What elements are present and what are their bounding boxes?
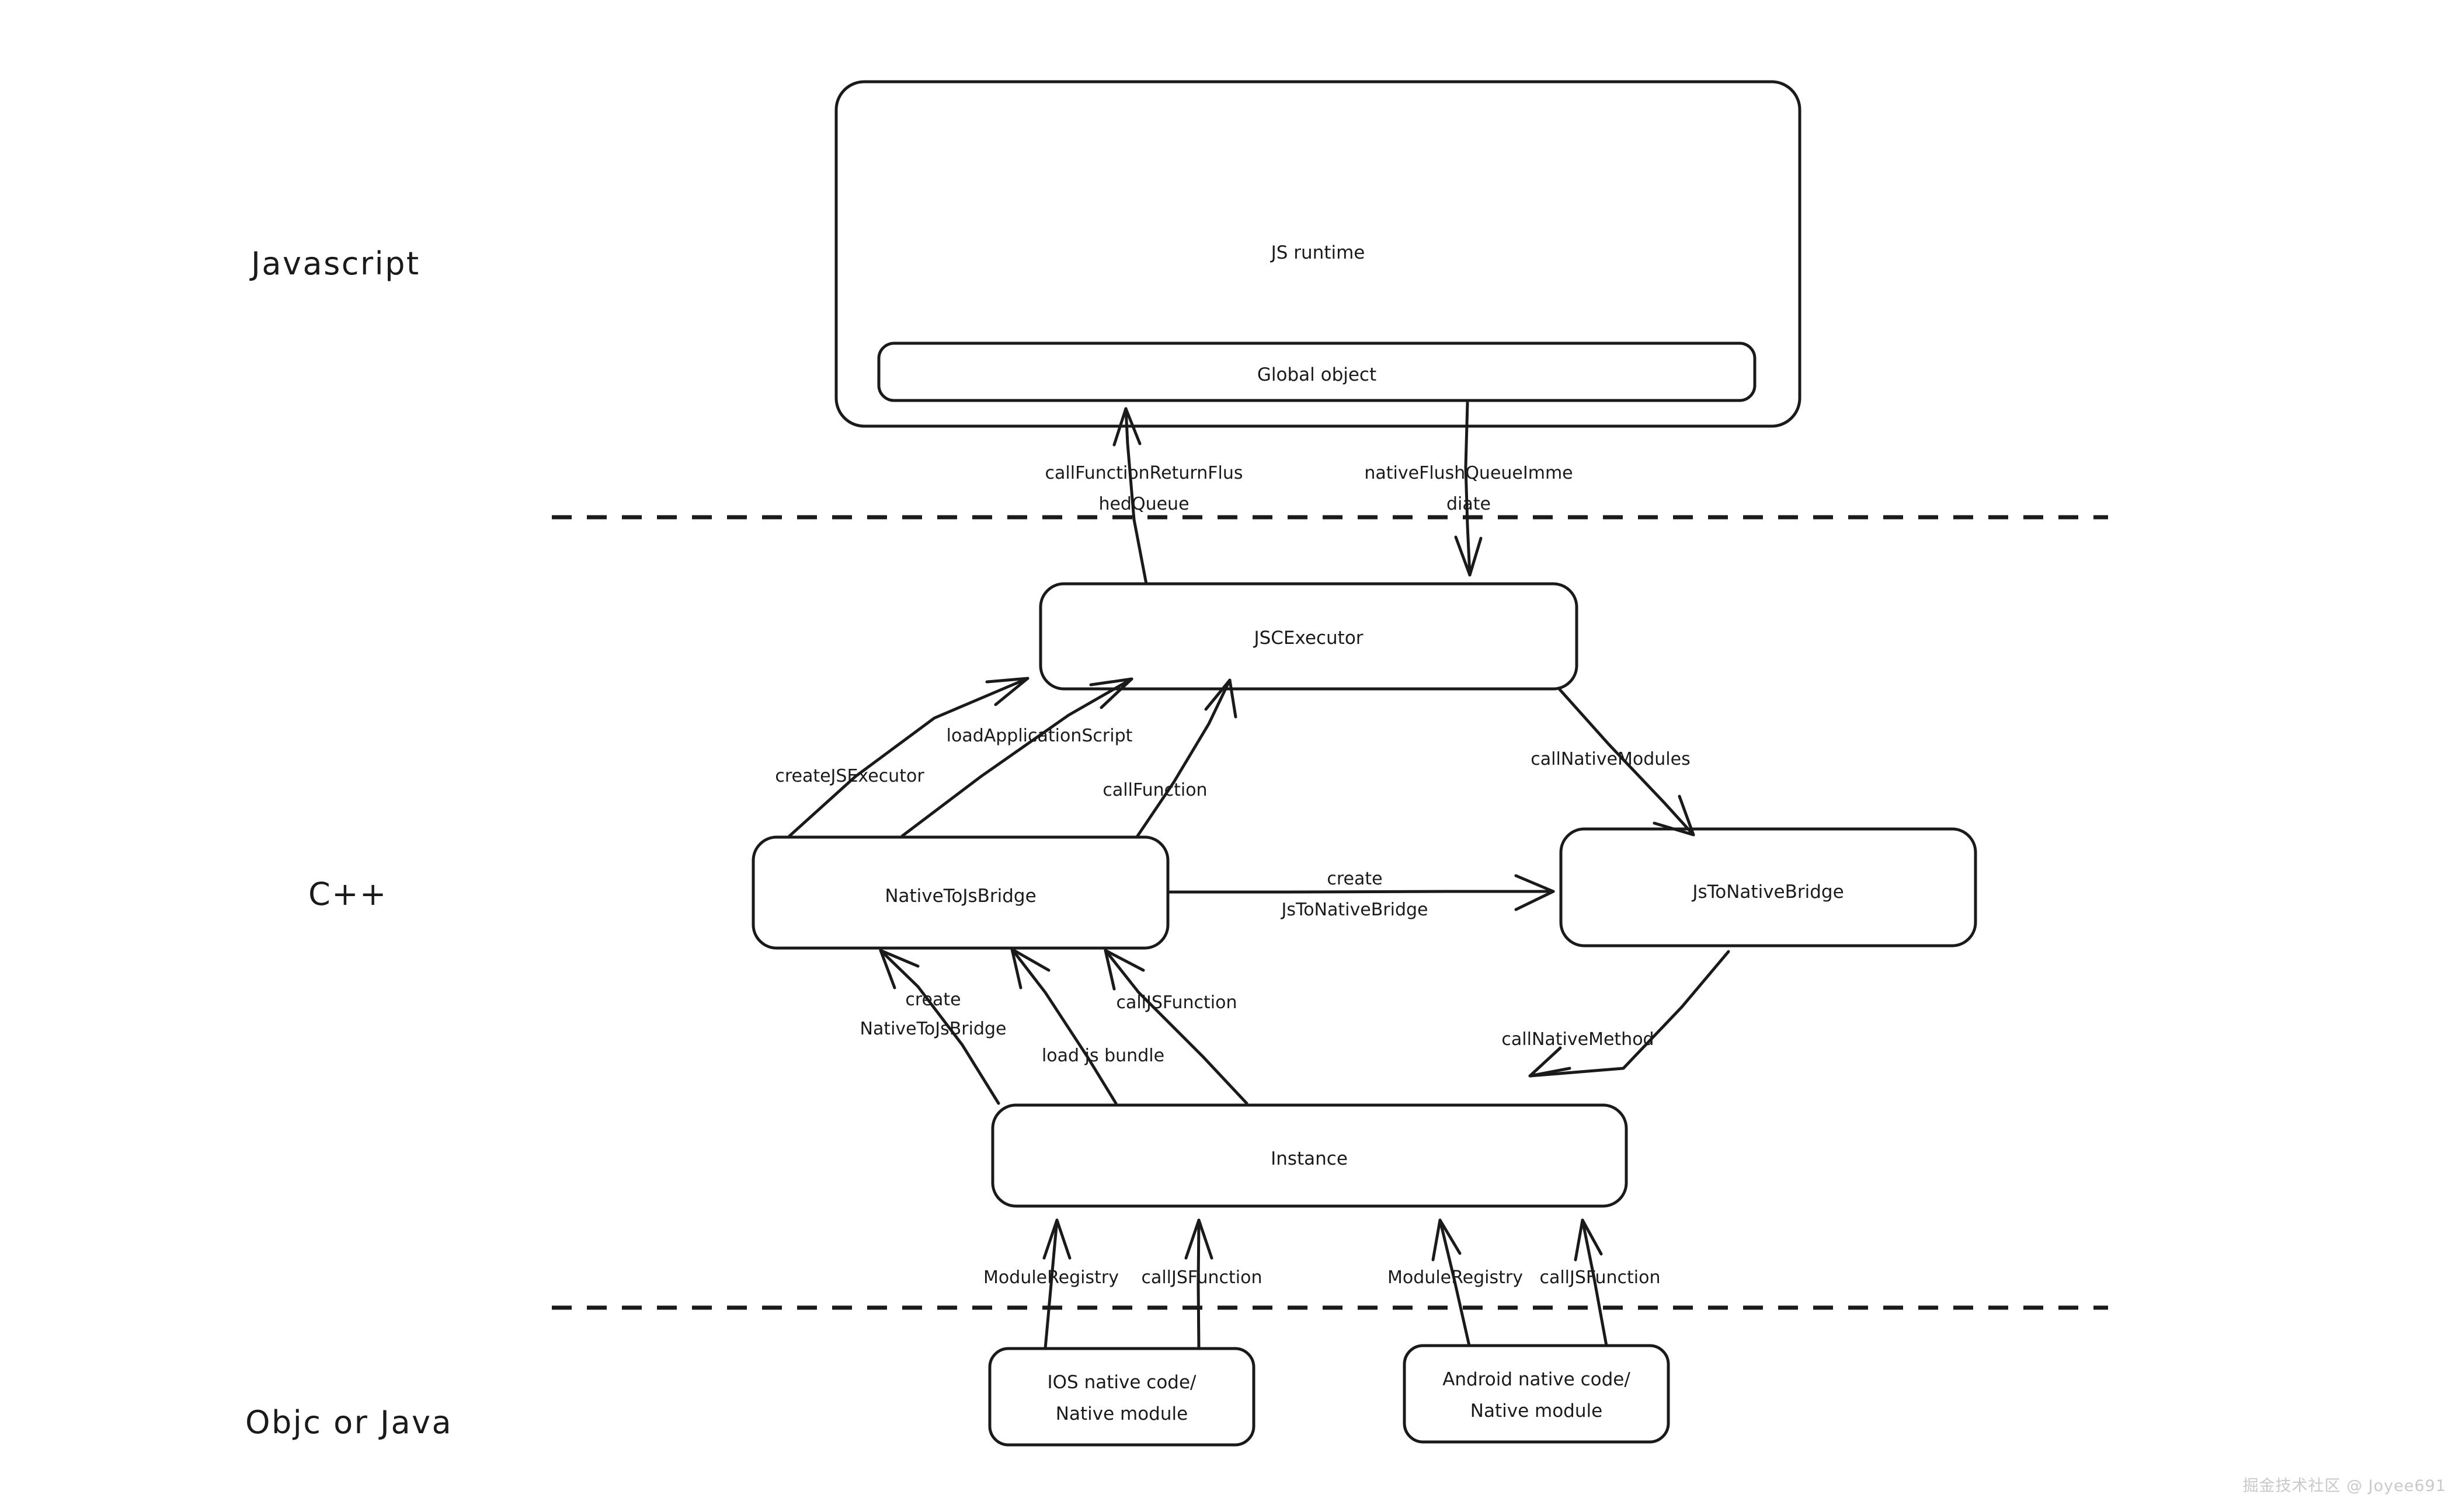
edge-create-native-to-js-bridge: create NativeToJsBridge [860,949,1007,1105]
edge-call-function: callFunction [1102,678,1237,838]
edge-label-e6: callNativeModules [1531,749,1690,769]
node-js-runtime: JS runtime [834,80,1801,428]
edge-label-e11: callNativeMethod [1501,1029,1654,1050]
edge-label-e7-line1: create [1327,869,1382,889]
node-label-instance: Instance [1271,1148,1348,1169]
section-label-objc-java: Objc or Java [245,1404,453,1441]
edge-label-e10: callJSFunction [1116,992,1237,1013]
node-label-ios-native-line1: IOS native code/ [1048,1372,1197,1393]
node-ios-native: IOS native code/ Native module [988,1347,1255,1447]
node-label-jsc-executor: JSCExecutor [1253,628,1363,649]
node-android-native: Android native code/ Native module [1403,1344,1670,1444]
edge-label-e3: createJSExecutor [775,766,924,786]
edge-label-e7-line2: JsToNativeBridge [1281,900,1428,920]
node-label-ios-native-line2: Native module [1056,1403,1188,1424]
node-global-object: Global object [877,342,1757,402]
edge-load-application-script: loadApplicationScript [900,677,1133,838]
section-label-javascript: Javascript [249,245,420,282]
node-label-js-runtime: JS runtime [1270,242,1365,263]
node-label-android-native-line2: Native module [1470,1400,1602,1422]
node-label-native-to-js-bridge: NativeToJsBridge [885,886,1036,907]
edge-label-e2-line2: diate [1446,494,1491,514]
node-label-js-to-native-bridge: JsToNativeBridge [1691,882,1844,903]
edge-call-native-method: callNativeMethod [1501,950,1730,1078]
edge-label-e2-line1: nativeFlushQueueImme [1364,463,1573,483]
edge-label-e1-line1: callFunctionReturnFlus [1045,463,1243,483]
edge-call-js-function-ios: callJSFunction [1141,1218,1262,1350]
edge-module-registry-ios: ModuleRegistry [983,1218,1119,1350]
edge-create-js-to-native-bridge: create JsToNativeBridge [1167,869,1555,920]
edge-native-flush-queue-immediate: nativeFlushQueueImme diate [1364,401,1573,577]
edge-label-e15: callJSFunction [1539,1267,1660,1288]
edge-label-e4: loadApplicationScript [947,726,1133,746]
edge-label-e8-line1: create [905,990,961,1010]
edge-call-js-function-android: callJSFunction [1539,1218,1661,1347]
edge-module-registry-android: ModuleRegistry [1387,1218,1523,1347]
edge-label-e14: ModuleRegistry [1387,1267,1523,1288]
edge-load-js-bundle: load js bundle [1010,947,1164,1105]
node-instance: Instance [991,1103,1628,1208]
node-label-android-native-line1: Android native code/ [1442,1369,1630,1390]
edge-call-js-function-instance: callJSFunction [1104,949,1248,1105]
edge-label-e13: callJSFunction [1141,1267,1262,1288]
edge-label-e5: callFunction [1102,780,1207,800]
edge-label-e12: ModuleRegistry [983,1267,1119,1288]
node-native-to-js-bridge: NativeToJsBridge [752,835,1170,950]
node-js-to-native-bridge: JsToNativeBridge [1559,827,1977,947]
edge-label-e9: load js bundle [1042,1046,1164,1066]
node-label-global-object: Global object [1257,364,1376,385]
edge-create-js-executor: createJSExecutor [775,677,1029,838]
section-label-cpp: C++ [308,876,388,912]
edge-label-e1-line2: hedQueue [1098,494,1189,514]
edge-call-function-return-flushed-queue: callFunctionReturnFlus hedQueue [1045,407,1243,586]
edge-call-native-modules: callNativeModules [1531,687,1695,837]
node-jsc-executor: JSCExecutor [1039,582,1578,691]
watermark: 掘金技术社区 @ Joyee691 [2242,1477,2446,1495]
edge-label-e8-line2: NativeToJsBridge [860,1019,1007,1039]
